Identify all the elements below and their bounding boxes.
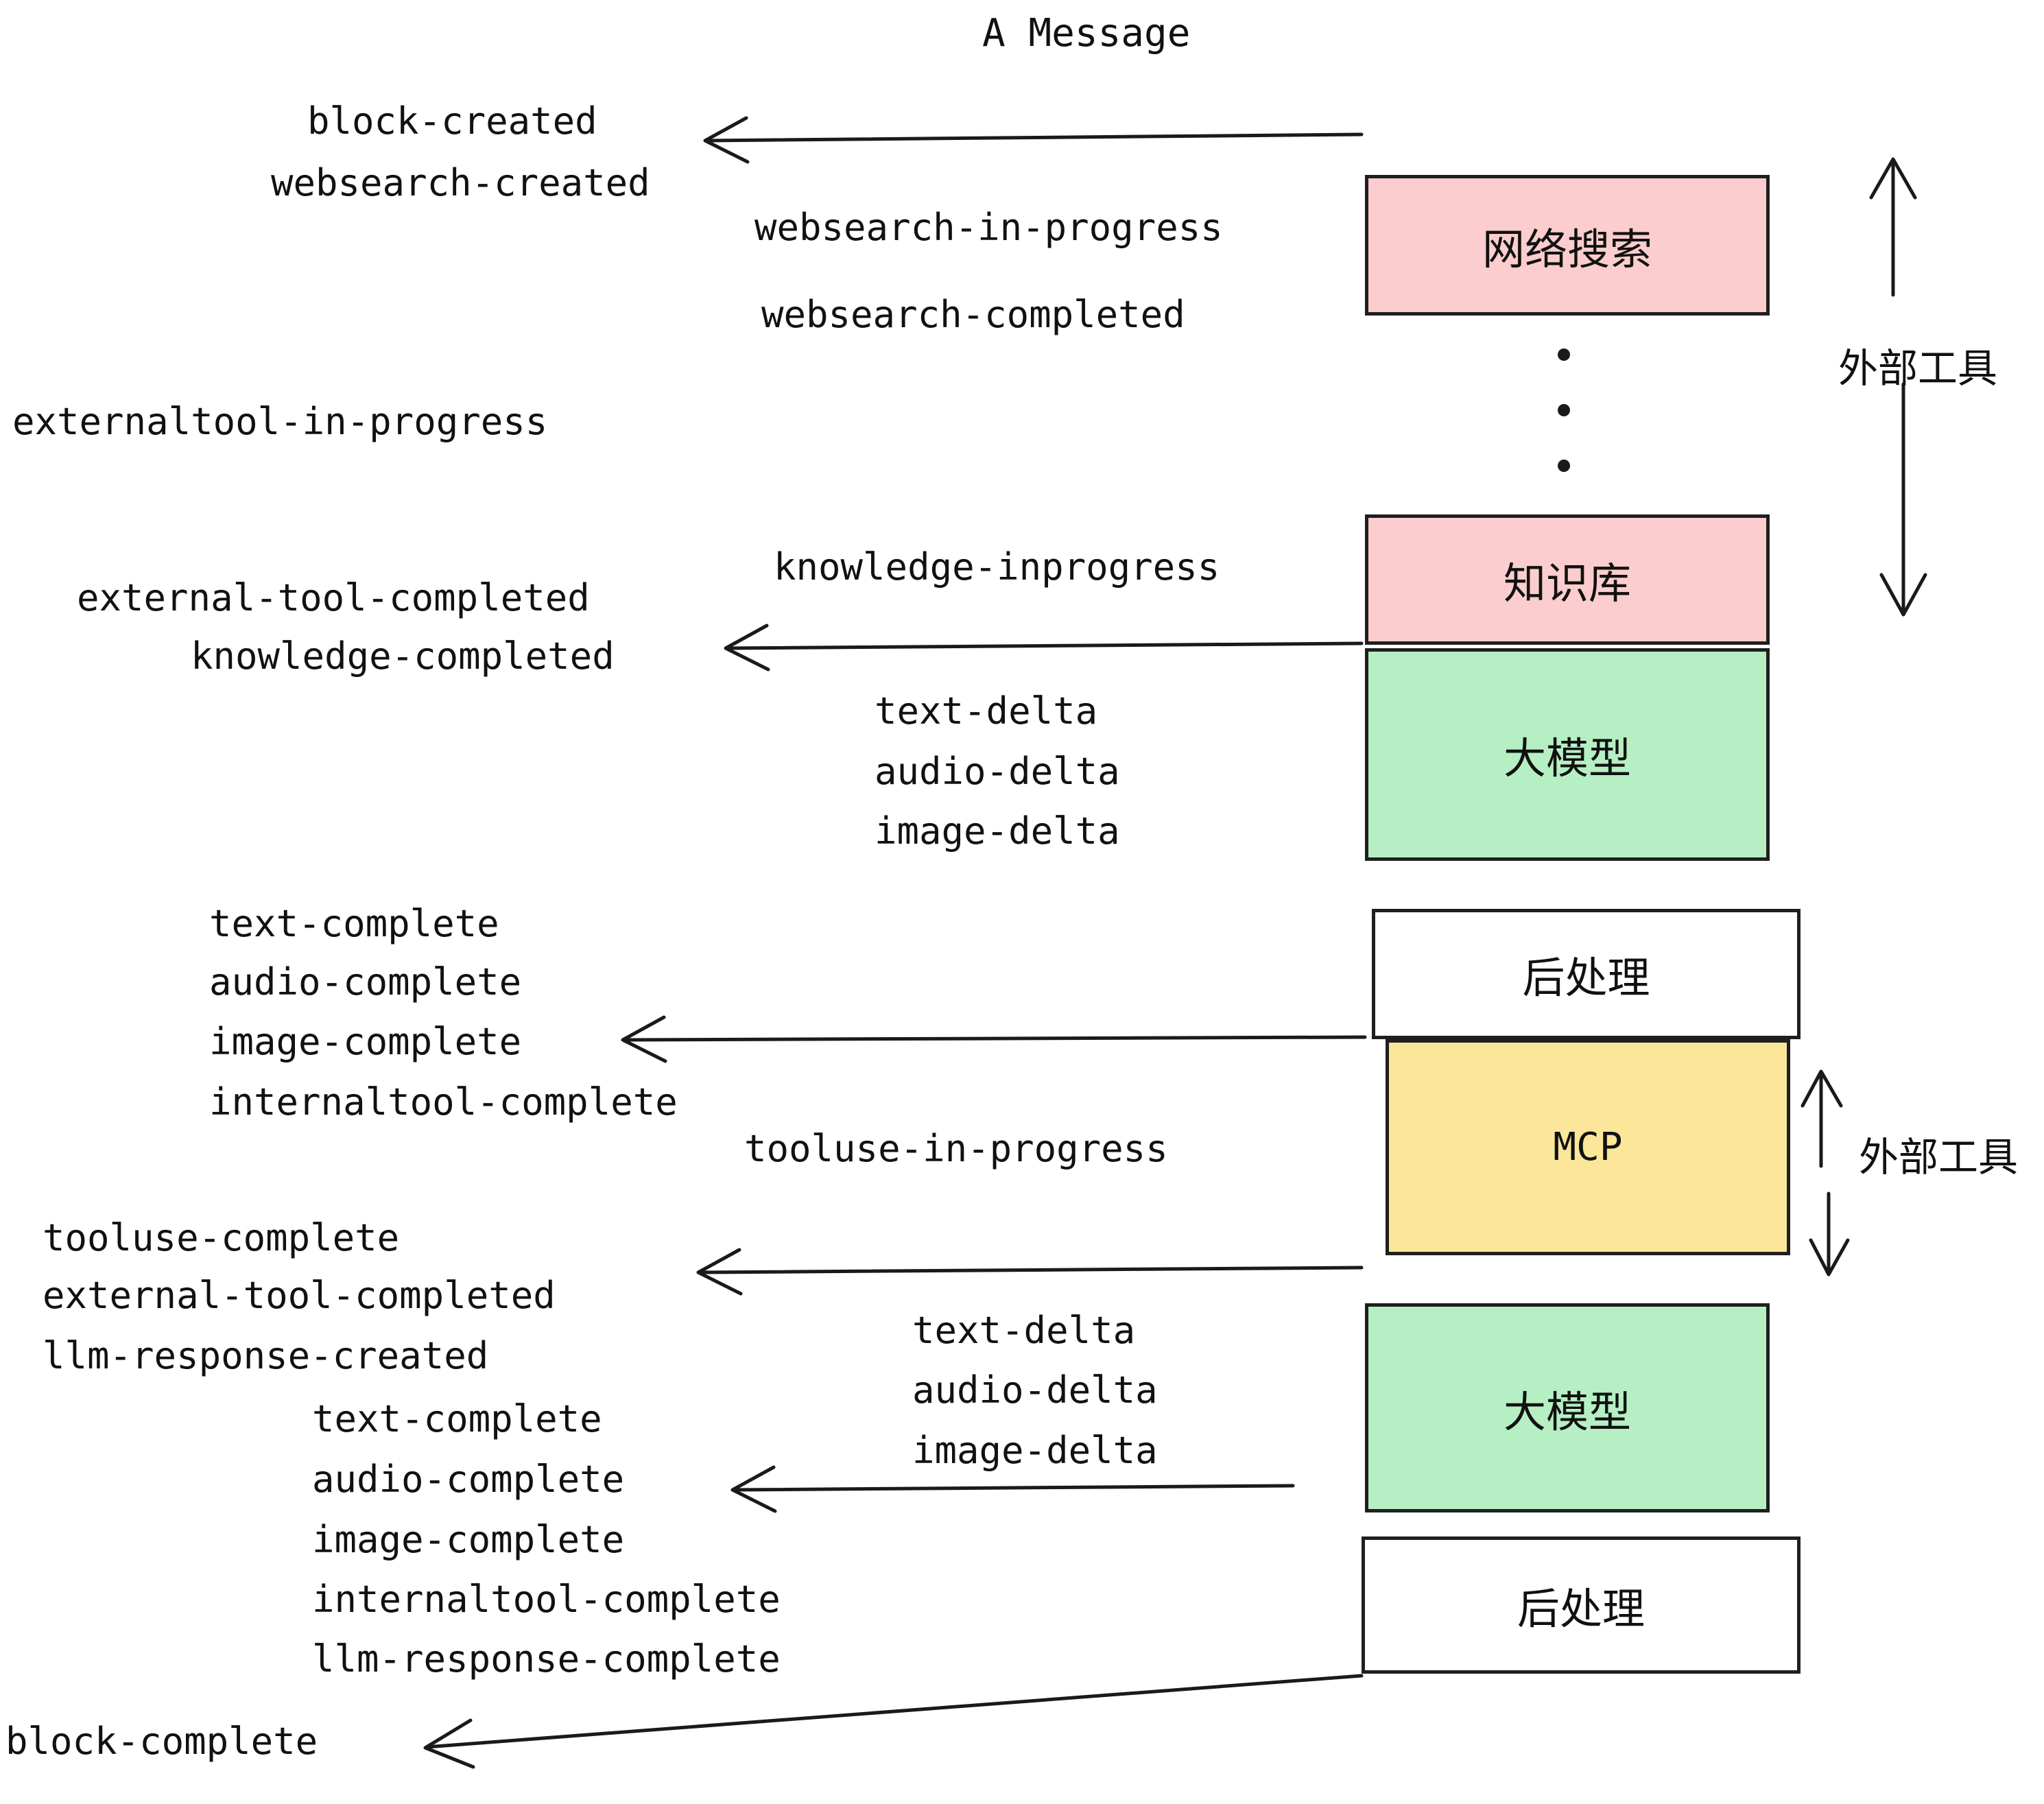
event-label-image-complete-1: image-complete (209, 1020, 522, 1063)
event-label-tooluse-in-progress: tooluse-in-progress (744, 1127, 1168, 1170)
event-label-audio-delta-1: audio-delta (875, 750, 1120, 793)
event-label-image-complete-2: image-complete (312, 1518, 625, 1561)
event-label-internaltool-complete-1: internaltool-complete (209, 1080, 678, 1124)
event-label-llm-response-created: llm-response-created (43, 1334, 489, 1377)
vertical-ellipsis-icon (1556, 348, 1572, 472)
node-knowledge[interactable]: 知识库 (1365, 514, 1770, 645)
event-label-websearch-completed: websearch-completed (761, 293, 1185, 336)
event-label-externaltool-in-progress: externaltool-in-progress (12, 400, 548, 443)
event-label-block-created: block-created (307, 99, 597, 143)
event-label-audio-complete-1: audio-complete (209, 960, 522, 1004)
arrow-post-to-blockcomplete (425, 1674, 1364, 1749)
event-label-internaltool-complete-2: internaltool-complete (312, 1578, 781, 1621)
event-label-image-delta-2: image-delta (912, 1429, 1158, 1472)
event-label-websearch-created: websearch-created (271, 161, 650, 204)
node-llm-bottom[interactable]: 大模型 (1365, 1303, 1770, 1512)
ellipsis-dot (1558, 404, 1570, 416)
arrow-post-to-imagecomplete (622, 1035, 1367, 1042)
event-label-external-tool-completed-2: external-tool-completed (43, 1274, 556, 1317)
node-mcp[interactable]: MCP (1386, 1039, 1790, 1255)
event-label-text-delta-1: text-delta (875, 689, 1098, 733)
arrow-llm-to-audiocomplete (732, 1484, 1295, 1492)
event-label-text-delta-2: text-delta (912, 1309, 1136, 1352)
side-label-external-tools-top: 外部工具 (1838, 345, 1998, 392)
event-label-websearch-in-progress: websearch-in-progress (754, 206, 1223, 249)
ellipsis-dot (1558, 460, 1570, 472)
event-label-knowledge-inprogress: knowledge-inprogress (774, 545, 1220, 589)
event-label-block-complete: block-complete (5, 1720, 318, 1763)
side-label-external-tools-bottom: 外部工具 (1859, 1134, 2019, 1180)
arrow-knowledge-to-completed (725, 641, 1364, 650)
event-label-audio-complete-2: audio-complete (312, 1458, 625, 1501)
event-label-tooluse-complete: tooluse-complete (43, 1216, 400, 1259)
node-postprocess-top[interactable]: 后处理 (1372, 909, 1801, 1039)
event-label-external-tool-completed-1: external-tool-completed (77, 576, 590, 619)
event-label-image-delta-1: image-delta (875, 809, 1120, 853)
arrow-websearch-to-blockcreated (704, 132, 1364, 143)
arrow-mcp-to-toolusecomplete (698, 1266, 1364, 1274)
event-label-text-complete-2: text-complete (312, 1397, 602, 1440)
ellipsis-dot (1558, 348, 1570, 361)
node-llm-top[interactable]: 大模型 (1365, 648, 1770, 861)
event-label-llm-response-complete: llm-response-complete (312, 1637, 781, 1681)
node-postprocess-bottom[interactable]: 后处理 (1362, 1536, 1801, 1674)
node-websearch[interactable]: 网络搜索 (1365, 175, 1770, 316)
event-label-knowledge-completed: knowledge-completed (191, 634, 615, 678)
page-title: A Message (982, 11, 1191, 56)
event-label-text-complete-1: text-complete (209, 902, 499, 945)
event-label-audio-delta-2: audio-delta (912, 1368, 1158, 1412)
